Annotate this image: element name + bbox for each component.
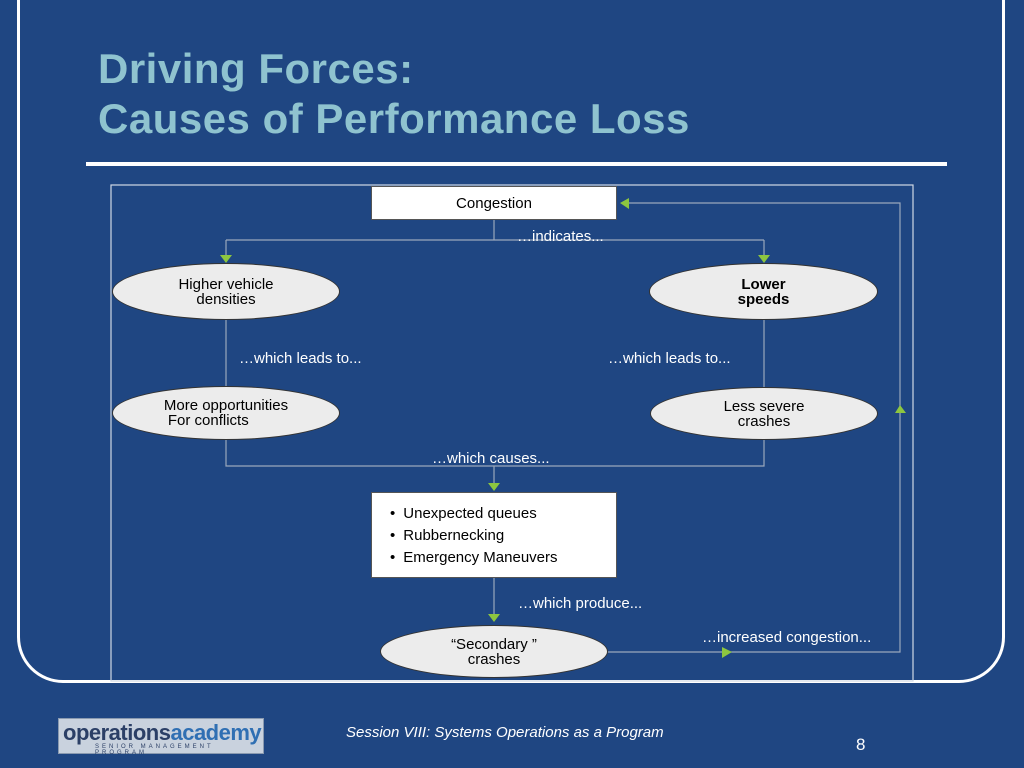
title-line-1: Driving Forces: bbox=[98, 45, 414, 92]
logo-text-operations: operations bbox=[63, 720, 171, 745]
effects-list: Unexpected queues Rubbernecking Emergenc… bbox=[372, 493, 616, 569]
arrowheads bbox=[220, 198, 906, 658]
leads-to-right-label: …which leads to... bbox=[608, 350, 731, 367]
arrow-down-icon bbox=[758, 255, 770, 263]
less-severe-line2: crashes bbox=[737, 412, 791, 430]
congestion-box: Congestion bbox=[371, 186, 617, 220]
feedback-loop-connector bbox=[607, 202, 901, 653]
effect-item: Emergency Maneuvers bbox=[390, 547, 616, 569]
session-footer: Session VIII: Systems Operations as a Pr… bbox=[346, 724, 664, 741]
logo-text-academy: academy bbox=[170, 720, 262, 745]
leads-to-connectors bbox=[225, 320, 765, 387]
logo-subtitle: SENIOR MANAGEMENT PROGRAM bbox=[95, 744, 214, 756]
increased-congestion-label: …increased congestion... bbox=[702, 629, 872, 646]
operations-academy-logo: operationsacademy SENIOR MANAGEMENT PROG… bbox=[58, 718, 264, 756]
causes-label: …which causes... bbox=[432, 450, 550, 467]
arrow-down-icon bbox=[220, 255, 232, 263]
arrow-down-icon bbox=[488, 614, 500, 622]
more-opps-line2: For conflicts bbox=[167, 412, 249, 429]
leads-to-left-label: …which leads to... bbox=[239, 350, 362, 367]
secondary-crashes-node: “Secondary ”crashes bbox=[380, 625, 608, 678]
effects-box: Unexpected queues Rubbernecking Emergenc… bbox=[371, 492, 617, 578]
slide-title: Driving Forces: Causes of Performance Lo… bbox=[98, 44, 690, 144]
indicates-label: …indicates... bbox=[517, 228, 604, 245]
less-severe-line1: Less severe bbox=[723, 397, 805, 415]
page-number: 8 bbox=[856, 735, 866, 754]
arrow-right-icon bbox=[722, 647, 732, 658]
secondary-line1: “Secondary ” bbox=[451, 635, 537, 653]
produce-label: …which produce... bbox=[518, 595, 643, 612]
effect-item: Rubbernecking bbox=[390, 525, 616, 547]
secondary-line2: crashes bbox=[467, 650, 521, 668]
higher-density-line1: Higher vehicle bbox=[178, 275, 274, 293]
arrow-up-icon bbox=[895, 405, 906, 413]
connector-lines bbox=[225, 202, 901, 653]
arrow-left-icon bbox=[620, 198, 629, 209]
more-opps-line1: More opportunities bbox=[163, 397, 289, 414]
lower-speeds-line1: Lower bbox=[741, 275, 786, 293]
effect-item: Unexpected queues bbox=[390, 503, 616, 525]
higher-density-line2: densities bbox=[196, 290, 256, 308]
title-line-2: Causes of Performance Loss bbox=[98, 95, 690, 142]
arrow-down-icon bbox=[488, 483, 500, 491]
title-underline bbox=[86, 162, 947, 166]
causes-connector bbox=[225, 440, 765, 486]
diagram-panel bbox=[110, 184, 914, 682]
indicates-connector bbox=[225, 220, 765, 256]
lower-speeds-line2: speeds bbox=[737, 290, 790, 308]
